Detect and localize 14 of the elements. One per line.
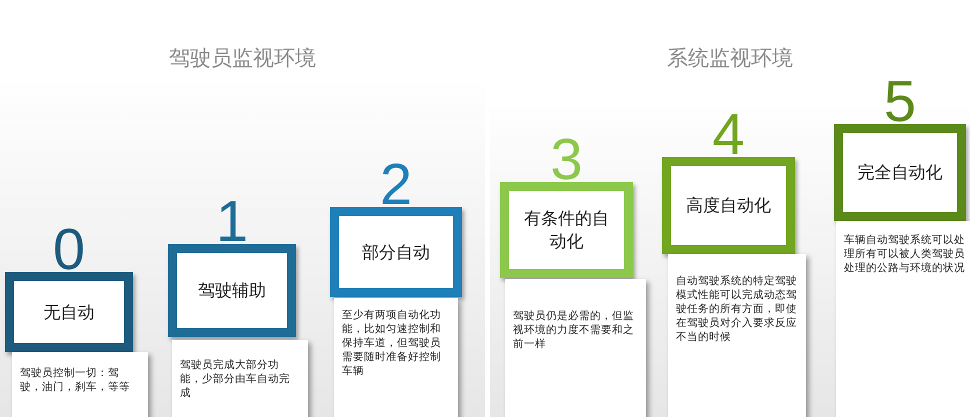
level-title-box: 完全自动化: [834, 124, 966, 221]
description-card: 驾驶员完成大部分功能，少部分由车自动完成: [172, 340, 308, 417]
level-title-box: 有条件的自动化: [500, 182, 633, 278]
section-heading: 驾驶员监视环境: [168, 45, 317, 72]
description-card: 车辆自动驾驶系统可以处理所有可以被人类驾驶员处理的公路与环境的状况: [836, 221, 970, 417]
level-title-box: 部分自动: [330, 207, 462, 297]
level-title-box: 驾驶辅助: [168, 244, 296, 337]
description-card: 自动驾驶系统的特定驾驶模式性能可以完成动态驾驶任务的所有方面，即使在驾驶员对介入要求反应不当的时候: [668, 254, 806, 417]
description-card: 驾驶员仍是必需的，但监视环境的力度不需要和之前一样: [505, 279, 646, 417]
section-heading: 系统监视环境: [666, 45, 794, 72]
description-card: 驾驶员控制一切：驾驶，油门，刹车，等等: [12, 352, 148, 417]
level-title-box: 高度自动化: [662, 157, 795, 254]
description-card: 至少有两项自动化功能，比如匀速控制和保持车道，但驾驶员需要随时准备好控制车辆: [334, 298, 458, 417]
level-title-box: 无自动: [5, 272, 133, 352]
